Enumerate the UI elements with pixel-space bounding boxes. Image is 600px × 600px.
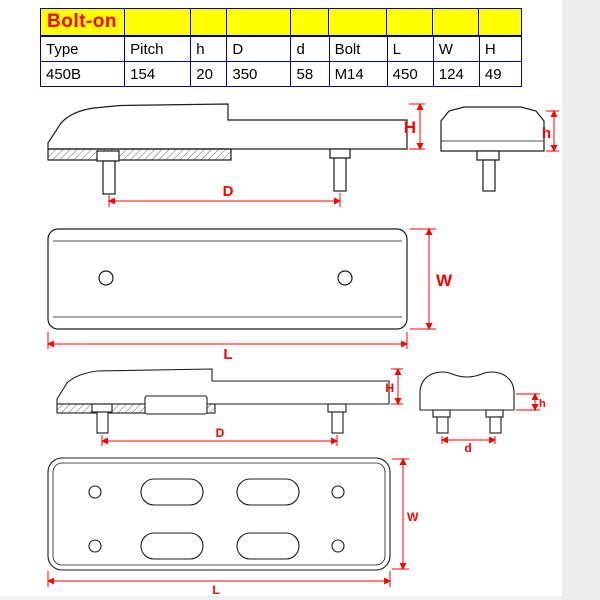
cell-type-value: 450B [39, 61, 126, 87]
bolt-hole [337, 270, 353, 286]
header-cell-bolt: Bolt [328, 36, 388, 62]
pad-end-profile [419, 371, 515, 411]
dim-H-2: H [385, 367, 403, 406]
spec-data-row: 450B 154 20 350 58 M14 450 124 49 [39, 61, 523, 87]
bolt-hole [88, 485, 102, 499]
slot [140, 478, 204, 506]
bolt-head [327, 403, 347, 413]
title-grid-cell [479, 9, 521, 35]
end-view-1 [440, 106, 545, 192]
dim-D-2: D [100, 426, 339, 446]
bolt-hole [98, 270, 114, 286]
bolt-head [91, 403, 113, 413]
cell-D-value: 350 [226, 61, 292, 87]
clamp-block [144, 395, 208, 415]
dim-H-1: H [404, 102, 425, 151]
bolt-hole [331, 485, 345, 499]
bolt-hole [331, 539, 345, 553]
pad-end-profile [440, 106, 545, 152]
bolt-shaft [96, 411, 109, 434]
title-grid-cell [191, 9, 227, 35]
bolt-shaft [102, 160, 116, 195]
dim-h-2: h [516, 392, 546, 412]
bolt-head [329, 148, 351, 159]
dim-D-label: D [216, 426, 225, 440]
dim-d-label: d [464, 441, 471, 455]
top-view-1 [47, 228, 408, 330]
header-cell-type: Type [39, 36, 126, 62]
bolt-shaft [333, 157, 347, 192]
pad-outline [47, 228, 408, 330]
cell-bolt-value: M14 [328, 61, 388, 87]
header-cell-pitch: Pitch [124, 36, 192, 62]
side-view-2 [56, 368, 390, 434]
bolt-head [96, 150, 120, 162]
title-grid-cell [227, 9, 291, 35]
dim-W-label: W [436, 271, 453, 290]
side-view-1 [47, 103, 408, 195]
top-view-2 [47, 457, 391, 571]
spec-table: Type Pitch h D d Bolt L W H 450B 154 20 … [39, 36, 523, 87]
hatch-strip [47, 148, 232, 161]
spec-header-row: Type Pitch h D d Bolt L W H [39, 36, 523, 62]
pad-profile [56, 368, 390, 405]
slot [140, 532, 204, 560]
dim-D-label: D [223, 183, 234, 200]
header-cell-D: D [226, 36, 292, 62]
cell-L-value: 450 [386, 61, 434, 87]
pad-inner-outline [52, 462, 386, 566]
hatch-strip [56, 403, 216, 414]
title-grid-cell [433, 9, 479, 35]
title-grid-cell [329, 9, 387, 35]
bolt-head [485, 409, 504, 418]
cell-h-value: 20 [190, 61, 228, 87]
bolt-head [476, 150, 500, 161]
bolt-hole [88, 539, 102, 553]
bolt-shaft [489, 416, 502, 434]
dim-W-label: W [407, 510, 419, 524]
header-cell-L: L [386, 36, 434, 62]
dim-L-1: L [46, 332, 409, 363]
pad-outline [47, 457, 391, 571]
dim-L-2: L [46, 571, 392, 597]
title-bar-grid [40, 8, 522, 36]
dim-W-2: W [392, 457, 419, 571]
header-cell-W: W [432, 36, 480, 62]
header-cell-h: h [190, 36, 228, 62]
right-margin [562, 0, 600, 600]
dim-h-label: h [539, 398, 546, 410]
bolt-head [432, 409, 451, 418]
cell-H-value: 49 [478, 61, 523, 87]
dim-L-label: L [223, 346, 232, 363]
cell-pitch-value: 154 [124, 61, 192, 87]
cell-d-value: 58 [290, 61, 330, 87]
bolt-shaft [436, 416, 449, 434]
bottom-margin [0, 596, 562, 600]
pad-profile [47, 103, 408, 150]
slot [236, 478, 300, 506]
dim-L-label: L [212, 583, 219, 597]
dim-H-label: H [404, 118, 416, 137]
title-grid-cell [387, 9, 433, 35]
title-grid-cell [41, 9, 125, 35]
header-cell-H: H [478, 36, 523, 62]
page-title: Bolt-on [47, 11, 117, 32]
header-cell-d: d [290, 36, 330, 62]
dim-h-label: h [542, 125, 551, 142]
title-grid-cell [125, 9, 191, 35]
dim-d: d [440, 436, 497, 455]
title-grid-cell [291, 9, 329, 35]
bolt-shaft [331, 411, 344, 434]
end-view-2 [419, 371, 515, 434]
dim-W-1: W [410, 227, 453, 331]
bolt-shaft [482, 159, 496, 192]
dim-H-label: H [385, 381, 394, 395]
slot [236, 532, 300, 560]
dim-h-1: h [542, 109, 559, 153]
dim-D-1: D [107, 183, 342, 207]
title-bar: Bolt-on [40, 8, 522, 36]
cell-W-value: 124 [432, 61, 480, 87]
